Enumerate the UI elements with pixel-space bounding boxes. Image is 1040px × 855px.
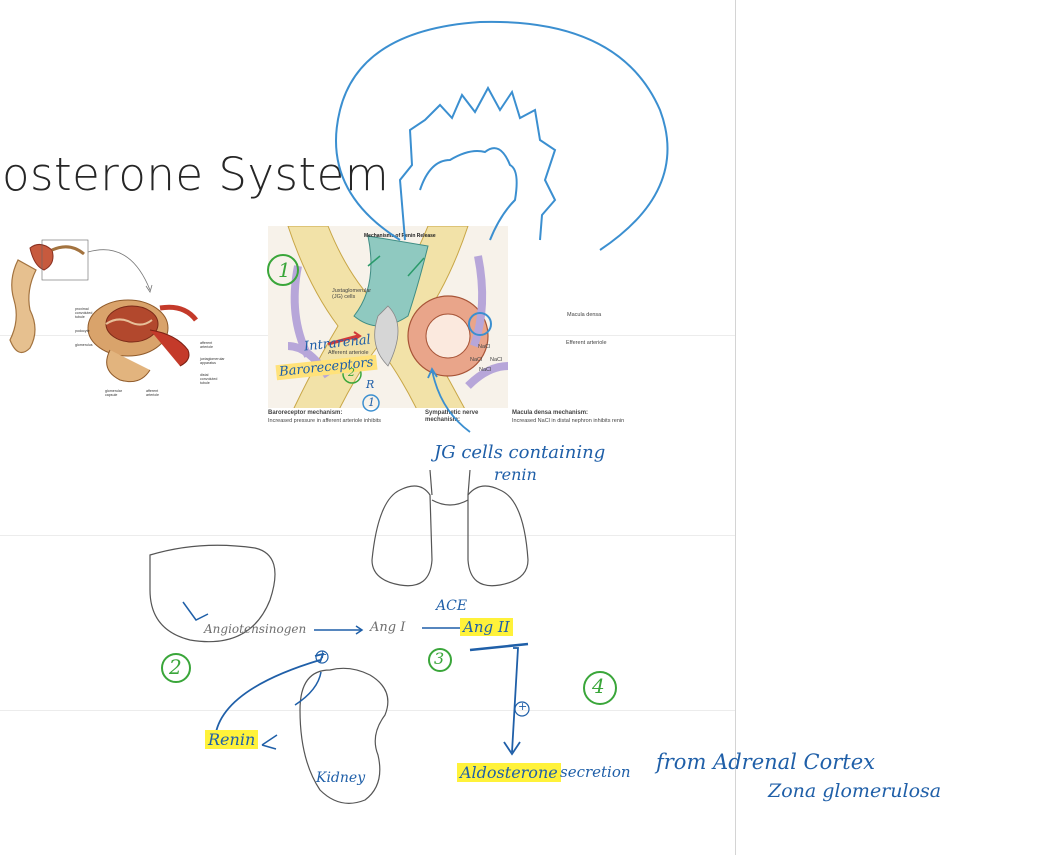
svg-text:convoluted: convoluted [200,377,217,381]
svg-text:capsule: capsule [105,393,117,397]
figure-label: Afferent arteriole [328,350,369,356]
aldosterone-highlight: Aldosterone [457,763,561,782]
svg-text:tubule: tubule [75,315,85,319]
svg-text:afferent: afferent [146,389,158,393]
figure-label: NaCl [490,357,503,363]
circled-2-marker: 2 [348,366,355,379]
rule-line [0,535,735,536]
kidney-label: Kidney [316,770,366,786]
renin-note: renin [494,465,537,484]
svg-text:apparatus: apparatus [200,361,216,365]
ang-2-highlight: Ang II [460,618,513,636]
renin-release-illustration [268,226,508,434]
step-4-marker: 4 [592,674,605,698]
page-divider [735,0,736,855]
svg-text:juxtaglomerular: juxtaglomerular [199,357,225,361]
svg-text:distal: distal [200,373,209,377]
figure-label: Juxtaglomerular (JG) cells [332,288,372,300]
step-3-marker: 3 [434,649,445,668]
figure-label: Macula densa [567,312,602,318]
renin-label: Renin [205,730,259,749]
plus-sign: + [318,648,328,661]
angiotensinogen-label: Angiotensinogen [204,622,307,636]
figure-label: Efferent arteriole [566,340,607,346]
figure-label: Macula densa mechanism: [512,410,589,416]
plus-sign: + [518,700,528,713]
step-1-marker: 1 [278,258,291,282]
figure-label: NaCl [478,344,491,350]
svg-text:glomerulus: glomerulus [75,343,93,347]
svg-text:arteriole: arteriole [146,393,159,397]
jg-cells-note: JG cells containing [434,442,606,463]
figure-label: Increased pressure in afferent arteriole… [268,418,382,424]
step-2-marker: 2 [169,655,182,679]
svg-text:tubule: tubule [200,381,210,385]
figure-label: Increased NaCl in distal nephron inhibit… [512,418,625,424]
ace-label: ACE [436,598,468,614]
figure-label: NaCl [470,357,483,363]
figure-title: Mechanisms of Renin Release [364,233,436,239]
svg-text:podocyte: podocyte [75,329,90,333]
aldosterone-label: Aldosterone [457,763,561,782]
zona-glomerulosa-label: Zona glomerulosa [768,780,942,802]
svg-text:arteriole: arteriole [200,345,213,349]
ang-2-label: Ang II [460,618,513,636]
r-marker: R [366,378,375,391]
renin-highlight: Renin [205,730,259,749]
rule-line [0,710,735,711]
adrenal-cortex-label: from Adrenal Cortex [656,750,876,774]
svg-text:proximal: proximal [75,307,89,311]
figure-label: Baroreceptor mechanism: [268,410,343,416]
svg-text:glomerular: glomerular [105,389,123,393]
svg-text:convoluted: convoluted [75,311,92,315]
figure-label: NaCl [479,367,492,373]
ang-1-label: Ang I [370,620,406,635]
svg-text:afferent: afferent [200,341,212,345]
nephron-illustration: proximal convoluted tubule podocyte glom… [9,239,225,397]
slide-title: osterone System [2,148,390,201]
circled-1-marker: 1 [368,396,375,409]
secretion-label: secretion [560,763,631,781]
